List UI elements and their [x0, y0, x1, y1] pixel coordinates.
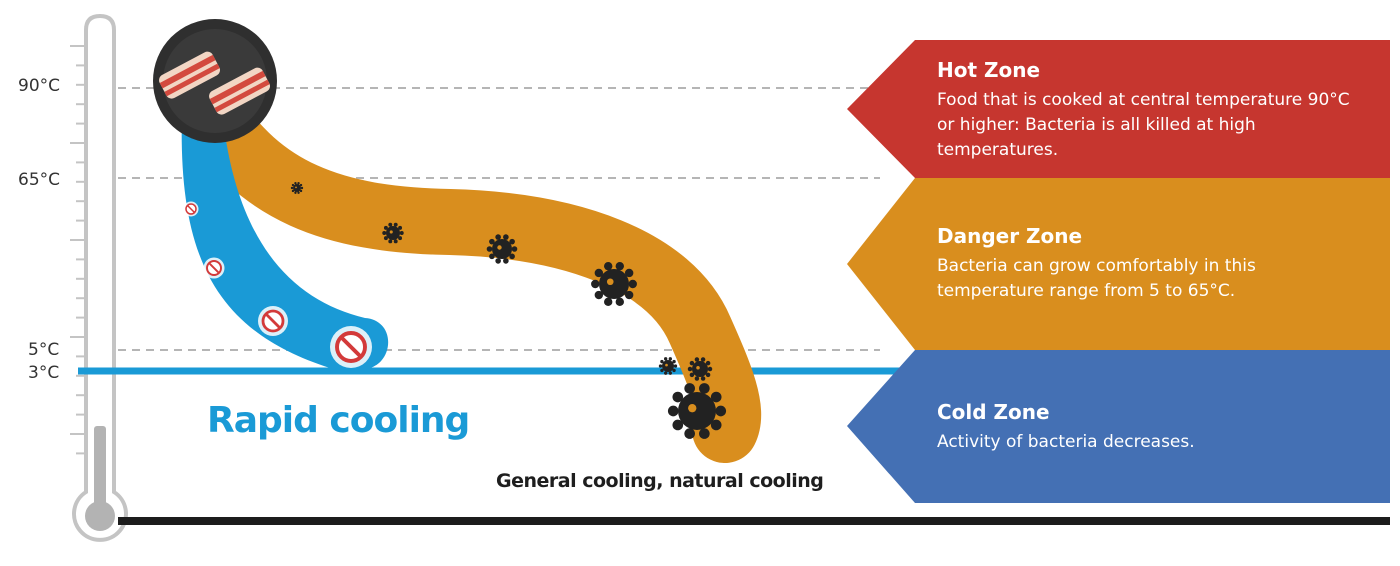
bacteria-germ-icon	[667, 383, 727, 439]
danger-zone-arrow	[847, 178, 1390, 350]
no-bacteria-icon	[183, 201, 199, 217]
scale-label-90: 90°C	[18, 76, 61, 96]
cold-zone-arrow	[847, 350, 1390, 503]
cold-zone-panel: Cold Zone Activity of bacteria decreases…	[847, 350, 1390, 503]
general-cooling-curve	[177, 79, 762, 463]
bacteria-germ-icon	[591, 261, 637, 307]
danger-zone-description: Bacteria can grow comfortably in this te…	[937, 256, 1256, 301]
danger-zone-panel: Danger Zone Bacteria can grow comfortabl…	[847, 178, 1390, 350]
hot-zone-panel: Hot Zone Food that is cooked at central …	[847, 40, 1390, 178]
scale-label-3: 3°C	[28, 363, 60, 383]
bacteria-germ-icon	[486, 234, 518, 264]
thermometer-icon	[72, 13, 128, 542]
hot-zone-arrow	[847, 40, 1390, 178]
scale-label-5: 5°C	[28, 340, 60, 360]
rapid-cooling-curve	[181, 110, 389, 368]
general-cooling-label: General cooling, natural cooling	[496, 470, 824, 492]
cold-zone-title: Cold Zone	[937, 400, 1050, 424]
thermometer-ticks	[70, 45, 84, 455]
no-bacteria-group	[183, 201, 372, 368]
bacteria-germ-icon	[382, 222, 404, 244]
bacteria-germ-icon	[687, 357, 713, 381]
no-bacteria-icon	[258, 306, 288, 336]
cold-zone-description: Activity of bacteria decreases.	[937, 432, 1195, 452]
frying-pan-with-bacon-icon	[153, 19, 277, 143]
scale-label-65: 65°C	[18, 170, 61, 190]
hot-zone-title: Hot Zone	[937, 58, 1041, 82]
hot-zone-description: Food that is cooked at central temperatu…	[937, 90, 1350, 160]
danger-zone-title: Danger Zone	[937, 224, 1083, 248]
no-bacteria-icon	[330, 326, 372, 368]
bacteria-group	[290, 182, 727, 439]
bacteria-germ-icon	[658, 357, 678, 375]
rapid-cooling-label: Rapid cooling	[207, 400, 470, 441]
bacteria-germ-icon	[290, 182, 304, 194]
no-bacteria-icon	[203, 257, 225, 279]
